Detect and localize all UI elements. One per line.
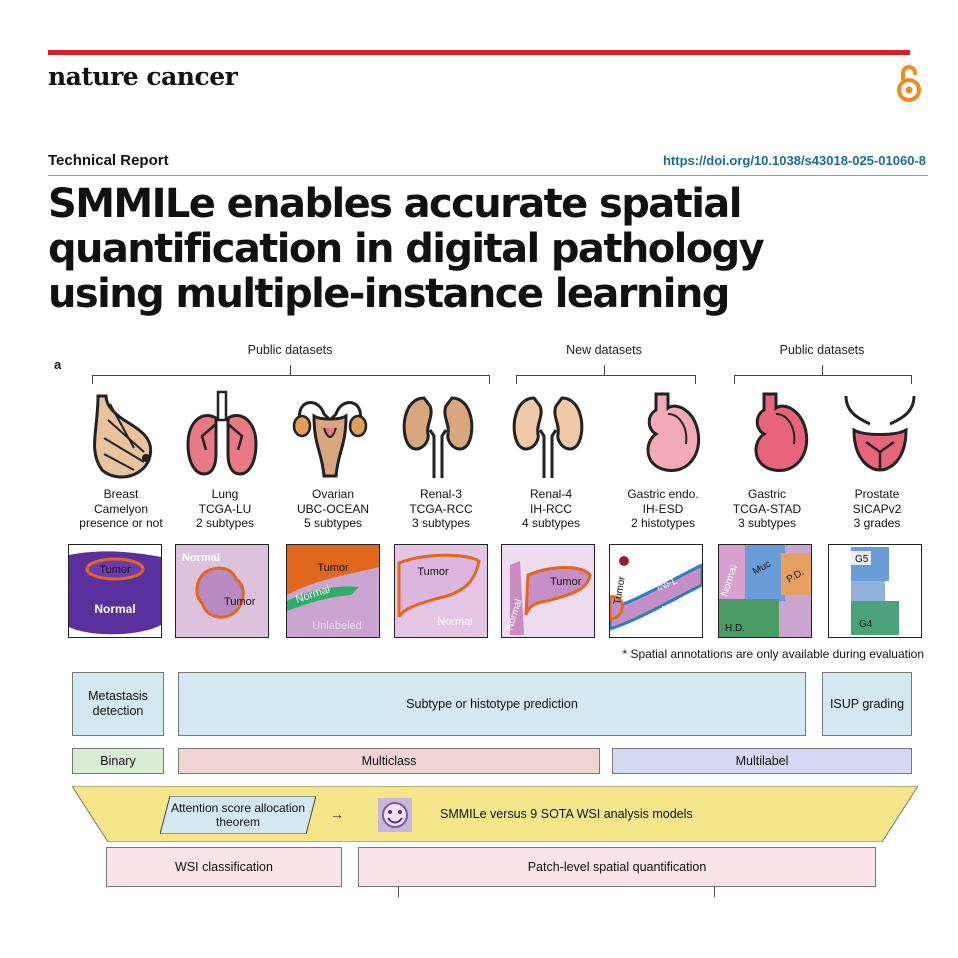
lung-icon bbox=[186, 390, 258, 476]
journal-name[interactable]: nature cancer bbox=[48, 62, 238, 91]
slide-thumbnail-lung: Normal Tumor bbox=[175, 544, 269, 638]
stomach-icon bbox=[646, 392, 701, 472]
region-label: Normal bbox=[94, 602, 135, 616]
region-label: Unlabeled bbox=[312, 620, 362, 632]
slide-thumbnail-ovarian: Tumor Normal Unlabeled bbox=[286, 544, 380, 638]
slide-thumbnail-renal4: Normal Tumor bbox=[501, 544, 595, 638]
kidney-icon bbox=[512, 396, 584, 478]
connector-line bbox=[398, 887, 399, 897]
bracket-tick bbox=[604, 365, 605, 375]
region-label: G4 bbox=[859, 619, 873, 630]
slide-thumbnail-breast: Tumor Normal bbox=[68, 544, 162, 638]
region-label: G5 bbox=[855, 554, 869, 565]
label-box-multilabel: Multilabel bbox=[612, 748, 912, 774]
header-divider bbox=[48, 175, 928, 176]
open-access-icon bbox=[897, 65, 921, 102]
uterus-icon bbox=[292, 401, 368, 478]
region-label: Tumor bbox=[99, 564, 131, 576]
stomach-icon bbox=[754, 392, 809, 472]
group-label-public: Public datasets bbox=[247, 343, 333, 357]
slide-thumbnail-prostate: G5 G4 bbox=[828, 544, 922, 638]
group-label-new: New datasets bbox=[566, 343, 642, 357]
region-label: Tumor bbox=[417, 566, 449, 578]
label-box-multiclass: Multiclass bbox=[178, 748, 600, 774]
region-label: Tumor bbox=[550, 576, 582, 588]
bracket-tick bbox=[290, 365, 291, 375]
output-box-patch: Patch-level spatial quantification bbox=[358, 847, 876, 887]
task-box-metastasis: Metastasis detection bbox=[72, 672, 164, 736]
doi-link[interactable]: https://doi.org/10.1038/s43018-025-01060… bbox=[662, 153, 926, 168]
title-line: using multiple-instance learning bbox=[48, 271, 730, 317]
region-label: Tumor bbox=[224, 596, 256, 608]
region-label: H.D. bbox=[725, 623, 745, 634]
bracket-tick bbox=[822, 365, 823, 375]
slide-thumbnail-gastric: Normal Muc P.D. H.D. bbox=[718, 544, 812, 638]
evaluation-note: * Spatial annotations are only available… bbox=[622, 647, 924, 661]
accent-bar bbox=[48, 50, 910, 55]
task-box-subtype: Subtype or histotype prediction bbox=[178, 672, 806, 736]
group-label-public: Public datasets bbox=[779, 343, 865, 357]
region-label: Tumor bbox=[317, 562, 349, 574]
label-box-binary: Binary bbox=[72, 748, 164, 774]
title-line: SMMILe enables accurate spatial bbox=[48, 181, 742, 227]
comparison-label: SMMILe versus 9 SOTA WSI analysis models bbox=[440, 807, 693, 821]
theorem-box bbox=[160, 796, 316, 834]
task-box-isup: ISUP grading bbox=[822, 672, 912, 736]
region-label: Tumor bbox=[612, 575, 628, 606]
smmile-logo-icon bbox=[378, 798, 412, 832]
region-label: Normal bbox=[437, 616, 472, 628]
breast-icon bbox=[93, 394, 153, 479]
theorem-label: Attention score allocation theorem bbox=[170, 801, 306, 829]
article-title: SMMILe enables accurate spatial quantifi… bbox=[48, 182, 928, 317]
title-line: quantification in digital pathology bbox=[48, 226, 765, 272]
kidney-icon bbox=[402, 396, 474, 478]
prostate-icon bbox=[844, 395, 916, 472]
group-bracket bbox=[734, 375, 912, 384]
group-bracket bbox=[516, 375, 696, 384]
slide-thumbnail-gastric-endo: Tumor INFL Normal bbox=[609, 544, 703, 638]
article-type: Technical Report bbox=[48, 152, 169, 169]
group-bracket bbox=[92, 375, 490, 384]
arrow-icon: → bbox=[330, 806, 344, 822]
connector-line bbox=[714, 887, 715, 897]
region-label: Normal bbox=[182, 552, 220, 564]
slide-thumbnail-renal3: Tumor Normal bbox=[394, 544, 488, 638]
output-box-wsi: WSI classification bbox=[106, 847, 342, 887]
panel-label: a bbox=[54, 357, 62, 372]
